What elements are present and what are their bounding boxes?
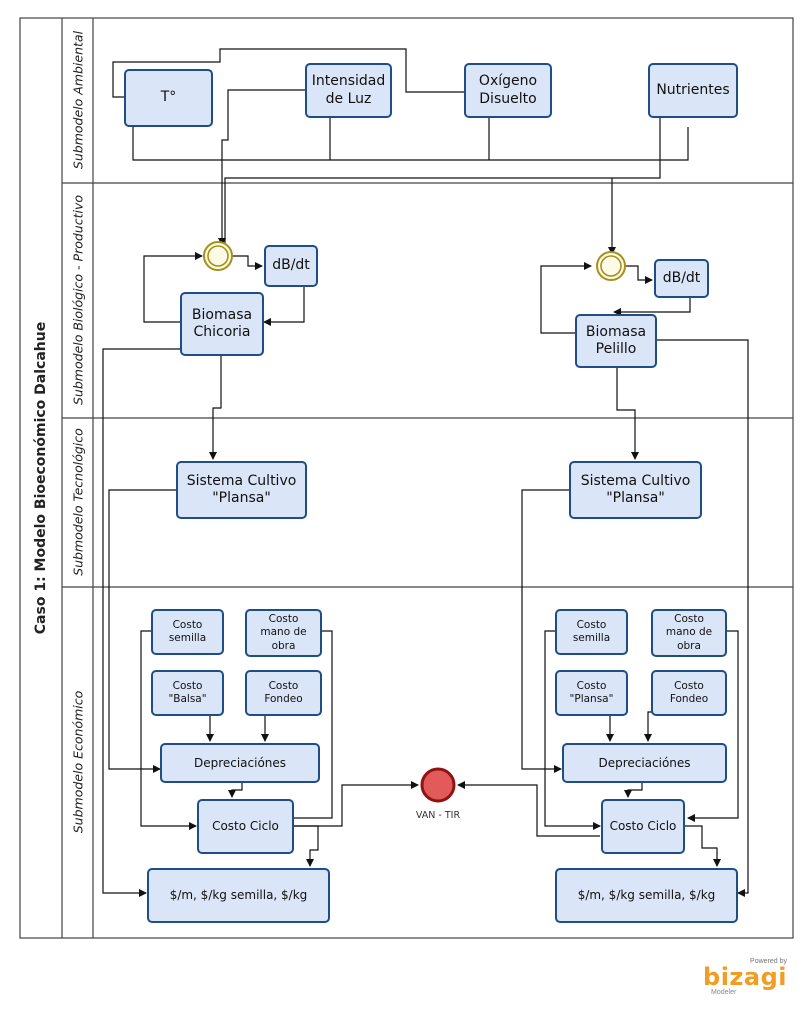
task-costo-ciclo-right[interactable]: Costo Ciclo	[601, 799, 685, 854]
task-biomasa-pelillo[interactable]: Biomasa Pelillo	[575, 314, 657, 368]
lane-label-economico: Submodelo Económico	[70, 690, 86, 834]
connectors	[102, 48, 749, 897]
task-resultado-left[interactable]: $/m, $/kg semilla, $/kg	[147, 868, 330, 923]
task-costo-semilla-left[interactable]: Costo semilla	[151, 609, 224, 655]
logo-sub: Modeler	[711, 989, 737, 996]
task-costo-mano-obra-right[interactable]: Costo mano de obra	[651, 609, 727, 657]
task-costo-ciclo-left[interactable]: Costo Ciclo	[197, 799, 294, 854]
task-oxigeno-disuelto[interactable]: Oxígeno Disuelto	[464, 63, 552, 118]
task-sistema-cultivo-right[interactable]: Sistema Cultivo "Plansa"	[569, 461, 702, 519]
task-sistema-cultivo-left[interactable]: Sistema Cultivo "Plansa"	[176, 461, 307, 519]
task-dbdt-left[interactable]: dB/dt	[264, 245, 318, 287]
end-event-label: VAN - TIR	[415, 810, 461, 821]
task-dbdt-right[interactable]: dB/dt	[654, 259, 709, 298]
task-depreciaciones-left[interactable]: Depreciaciónes	[160, 743, 320, 783]
intermediate-event-right	[596, 251, 626, 281]
task-intensidad-luz[interactable]: Intensidad de Luz	[305, 63, 392, 118]
task-costo-balsa[interactable]: Costo "Balsa"	[151, 670, 224, 716]
bizagi-logo: Powered by bizagi Modeler	[703, 958, 787, 996]
task-nutrientes[interactable]: Nutrientes	[648, 63, 738, 118]
pool	[19, 17, 794, 939]
intermediate-event-left	[203, 241, 233, 271]
lane-label-ambiental: Submodelo Ambiental	[70, 30, 86, 170]
logo-powered-by: Powered by	[750, 958, 787, 965]
task-biomasa-chicoria[interactable]: Biomasa Chicoria	[180, 292, 264, 356]
task-depreciaciones-right[interactable]: Depreciaciónes	[562, 743, 727, 783]
task-temperatura[interactable]: T°	[124, 69, 213, 127]
lane-label-biologico: Submodelo Biológico - Productivo	[70, 194, 86, 406]
logo-brand: bizagi	[703, 963, 787, 991]
pool-title: Caso 1: Modelo Bioeconómico Dalcahue	[33, 321, 49, 635]
task-costo-fondeo-right[interactable]: Costo Fondeo	[651, 670, 727, 716]
task-costo-mano-obra-left[interactable]: Costo mano de obra	[245, 609, 322, 657]
task-resultado-right[interactable]: $/m, $/kg semilla, $/kg	[555, 868, 738, 923]
end-event-van-tir	[420, 767, 456, 803]
task-costo-semilla-right[interactable]: Costo semilla	[555, 609, 628, 655]
task-costo-fondeo-left[interactable]: Costo Fondeo	[245, 670, 322, 716]
task-costo-plansa[interactable]: Costo "Plansa"	[555, 670, 628, 716]
lane-label-tecnologico: Submodelo Tecnológico	[70, 428, 86, 576]
